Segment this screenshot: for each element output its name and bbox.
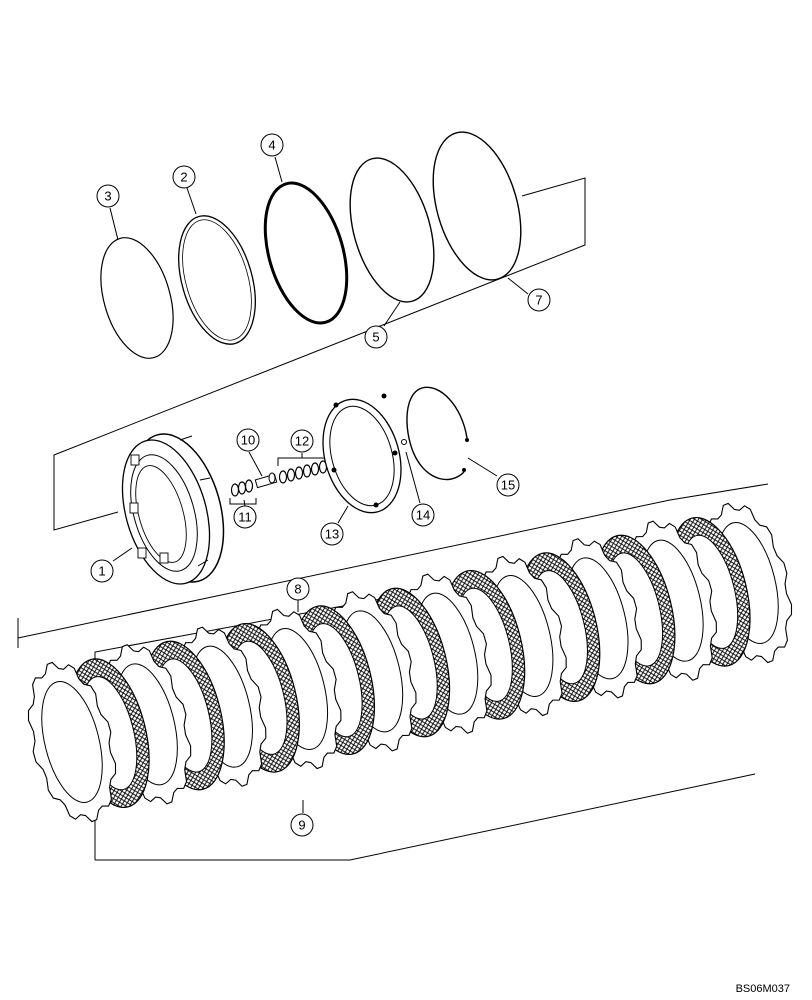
callout-13[interactable]: 13	[320, 522, 344, 546]
svg-text:7: 7	[535, 293, 542, 308]
svg-text:13: 13	[325, 527, 339, 542]
ring-2-inner	[182, 219, 252, 341]
ring-7	[432, 131, 522, 281]
callout-15[interactable]: 15	[496, 473, 520, 497]
svg-text:12: 12	[295, 434, 309, 449]
washers-12	[277, 457, 330, 484]
ring-2-outer	[178, 215, 256, 345]
ring-4	[263, 181, 349, 325]
svg-text:8: 8	[294, 582, 301, 597]
svg-text:9: 9	[298, 818, 305, 833]
piston-housing	[121, 433, 225, 585]
svg-text:10: 10	[241, 433, 255, 448]
callout-2[interactable]: 2	[172, 165, 196, 189]
snap-ring-15	[406, 386, 468, 481]
ring-5	[349, 157, 435, 303]
callout-8[interactable]: 8	[286, 577, 310, 601]
top-seal-group	[53, 131, 586, 531]
callouts: 3 2 4 5 7 1 10 11 12 13 14 15 8 9	[90, 133, 551, 837]
callout-12[interactable]: 12	[290, 429, 314, 453]
callout-5[interactable]: 5	[364, 325, 388, 349]
svg-text:11: 11	[238, 510, 252, 525]
steel-plate	[27, 661, 117, 823]
svg-text:14: 14	[416, 508, 430, 523]
ball-14	[401, 439, 407, 445]
callout-1[interactable]: 1	[90, 559, 114, 583]
piston-group	[17, 386, 769, 648]
svg-text:3: 3	[104, 189, 111, 204]
callout-14[interactable]: 14	[411, 503, 435, 527]
callout-3[interactable]: 3	[96, 184, 120, 208]
callout-4[interactable]: 4	[260, 133, 284, 157]
clutch-plate-stack	[27, 502, 793, 823]
callout-7[interactable]: 7	[527, 288, 551, 312]
ring-3	[100, 237, 174, 359]
leader-lines	[109, 156, 529, 813]
drawing-code: BS06M037	[736, 983, 790, 995]
washers-11	[229, 479, 257, 505]
retainer-13	[322, 393, 402, 514]
svg-text:1: 1	[98, 564, 105, 579]
callout-11[interactable]: 11	[233, 505, 257, 529]
top-group-bracket	[53, 177, 586, 531]
middle-group-bracket	[17, 483, 769, 648]
svg-text:15: 15	[501, 478, 515, 493]
callout-9[interactable]: 9	[290, 813, 314, 837]
svg-text:4: 4	[268, 138, 275, 153]
callout-10[interactable]: 10	[236, 428, 260, 452]
svg-text:5: 5	[372, 330, 379, 345]
pin-10	[254, 472, 278, 489]
svg-text:2: 2	[180, 170, 187, 185]
